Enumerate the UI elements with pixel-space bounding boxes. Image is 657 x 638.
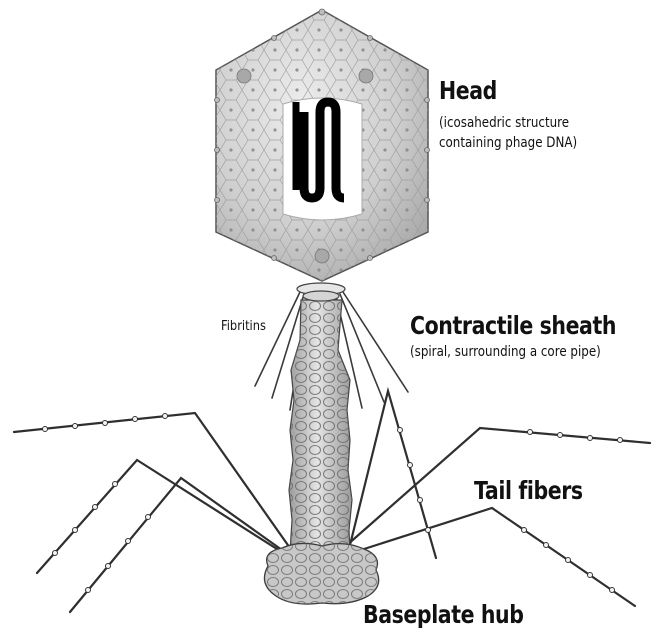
baseplate-hub bbox=[264, 543, 378, 604]
head-description-line-1: (icosahedric structure bbox=[439, 114, 569, 133]
fibritins-label: Fibritins bbox=[221, 319, 266, 334]
sheath-description: (spiral, surrounding a core pipe) bbox=[410, 343, 601, 362]
head-description-line-2: containing phage DNA) bbox=[439, 134, 577, 153]
head-capsid bbox=[215, 9, 430, 281]
head-label: Head bbox=[439, 76, 497, 105]
baseplate-hub-label: Baseplate hub bbox=[363, 600, 523, 629]
contractile-sheath-label: Contractile sheath bbox=[410, 311, 616, 340]
collar bbox=[297, 283, 345, 301]
tail-fibers-label: Tail fibers bbox=[474, 476, 583, 505]
contractile-sheath bbox=[289, 300, 352, 552]
